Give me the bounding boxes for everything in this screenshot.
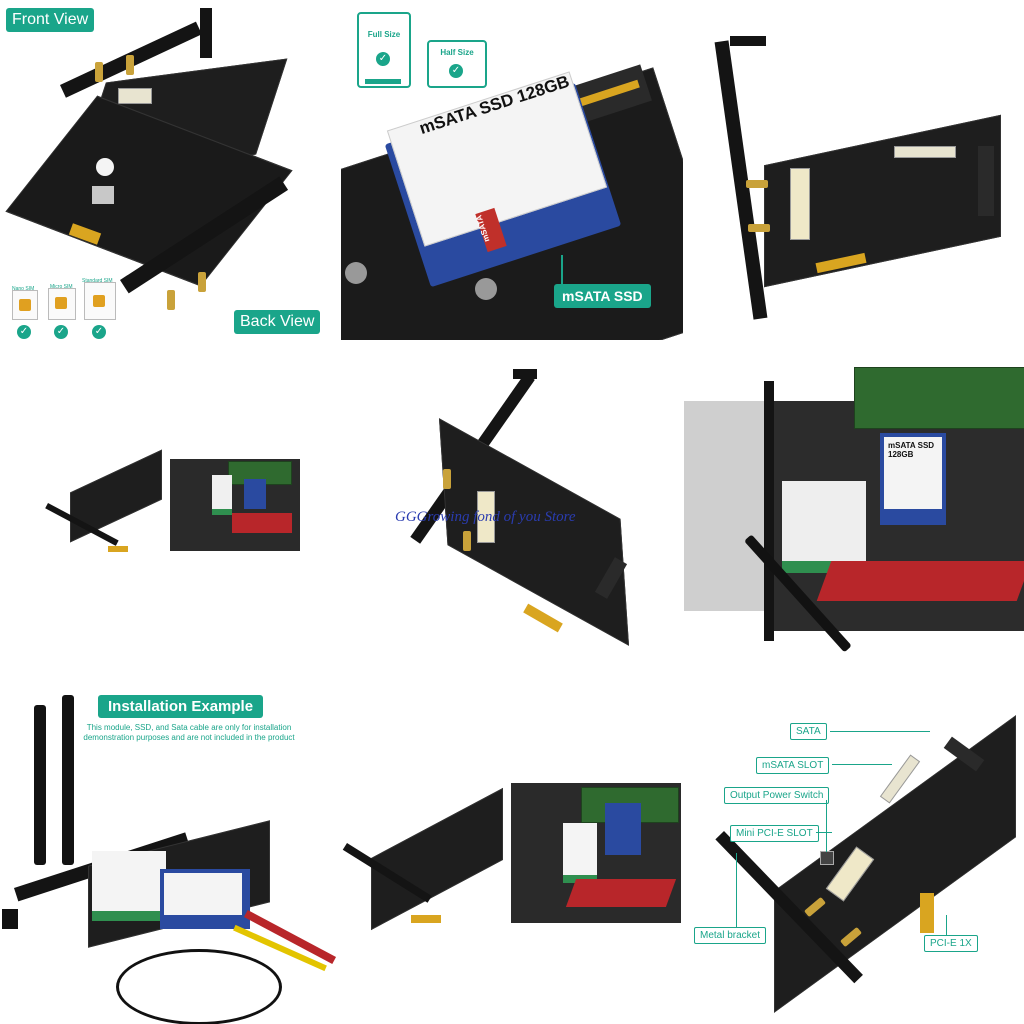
msata-ssd-label: mSATA SSD bbox=[554, 284, 651, 308]
tile-msata-closeup: Full Size ✓ Half Size ✓ mSATA SSD 128GB … bbox=[341, 0, 683, 340]
tile-card-and-pc-2 bbox=[341, 683, 683, 1024]
front-view-label: Front View bbox=[6, 8, 95, 32]
front-card-bracket-upright bbox=[200, 8, 212, 58]
callout-output-power-switch-line bbox=[826, 800, 827, 852]
pc-pcie-slots bbox=[232, 513, 292, 533]
callout-pcie-1x-line bbox=[946, 915, 947, 935]
antenna-connector bbox=[443, 469, 451, 489]
antenna-connector bbox=[463, 531, 471, 551]
installed-ssd-title: mSATA SSD 128GB bbox=[888, 441, 935, 459]
pc-pcie-slots bbox=[565, 879, 677, 907]
callout-mini-pcie-slot: Mini PCI-E SLOT bbox=[730, 825, 819, 842]
pc-wifi-card bbox=[212, 475, 232, 515]
sim-chip-icon bbox=[93, 295, 105, 307]
full-size-pins bbox=[365, 79, 401, 84]
half-size-badge: Half Size ✓ bbox=[427, 40, 487, 88]
pcie-x16-slots bbox=[816, 561, 1024, 601]
pcie-fingers bbox=[523, 603, 563, 633]
micro-sim-label: Micro SIM bbox=[50, 284, 73, 290]
sim-chip-icon bbox=[19, 299, 31, 311]
back-card-antenna-connector bbox=[167, 290, 175, 310]
callout-msata-slot: mSATA SLOT bbox=[756, 757, 830, 774]
installed-msata-sticker bbox=[884, 437, 942, 509]
nano-sim bbox=[12, 290, 38, 320]
mini-pcie-slot bbox=[790, 168, 810, 240]
front-card-antenna-connector bbox=[126, 55, 134, 75]
installed-wifi-card bbox=[782, 481, 866, 573]
installed-wifi-card bbox=[92, 851, 166, 921]
sata-connector bbox=[978, 146, 994, 216]
callout-output-power-switch: Output Power Switch bbox=[724, 787, 830, 804]
pc-wifi-card bbox=[563, 823, 597, 883]
half-size-label: Half Size bbox=[440, 48, 474, 57]
antenna-left-icon bbox=[34, 705, 46, 865]
installation-heading: Installation Example bbox=[98, 695, 264, 718]
half-size-check-icon: ✓ bbox=[449, 60, 463, 78]
tile-front-back-view: Front View Nano SIM ✓ Micro SIM ✓ Standa… bbox=[0, 0, 340, 340]
mini-pcie-slot bbox=[477, 491, 495, 543]
micro-sim-check-icon: ✓ bbox=[54, 321, 68, 339]
metal-bracket-top bbox=[513, 369, 537, 379]
tile-card-and-pc bbox=[0, 341, 340, 683]
back-card-antenna-connector bbox=[198, 272, 206, 292]
pc-ssd bbox=[244, 479, 266, 509]
callout-mini-pcie-slot-line bbox=[816, 832, 832, 833]
power-cable bbox=[116, 949, 282, 1024]
sim-chip-icon bbox=[55, 297, 67, 309]
nano-sim-check-icon: ✓ bbox=[17, 321, 31, 339]
small-pcie-fingers bbox=[108, 546, 128, 552]
adapter-bracket bbox=[764, 381, 774, 641]
power-switch bbox=[820, 851, 834, 865]
tile-installed-pc: mSATA SSD 128GB bbox=[684, 341, 1024, 683]
installed-msata-sticker bbox=[164, 873, 242, 915]
nano-sim-label: Nano SIM bbox=[12, 286, 35, 292]
back-card-sim-holder bbox=[92, 186, 114, 204]
ram-sticks bbox=[854, 367, 1024, 429]
callout-sata: SATA bbox=[790, 723, 827, 740]
callout-msata-slot-line bbox=[832, 764, 892, 765]
full-size-label: Full Size bbox=[367, 30, 401, 39]
standard-sim bbox=[84, 282, 116, 320]
adapter-card-pcb bbox=[371, 787, 503, 931]
screw-icon bbox=[345, 262, 367, 284]
screw-icon bbox=[475, 278, 497, 300]
header-connector bbox=[2, 909, 18, 929]
full-size-check-icon: ✓ bbox=[376, 48, 390, 66]
callout-metal-bracket-line bbox=[736, 853, 737, 927]
pcie-fingers bbox=[920, 893, 934, 933]
msata-slot bbox=[894, 146, 956, 158]
tile-annotated-card: SATA mSATA SLOT Output Power Switch Mini… bbox=[684, 683, 1024, 1024]
tile-installation-example: Installation Example This module, SSD, a… bbox=[0, 683, 340, 1024]
pc-ssd bbox=[605, 803, 641, 855]
standard-sim-check-icon: ✓ bbox=[92, 321, 106, 339]
pcie-fingers bbox=[411, 915, 441, 923]
antenna-right-icon bbox=[62, 695, 74, 865]
metal-bracket-top bbox=[730, 36, 766, 46]
ram-sticks bbox=[228, 461, 292, 485]
msata-ssd-leader-line bbox=[561, 255, 563, 285]
antenna-connector bbox=[746, 180, 768, 188]
back-card-sticker bbox=[96, 158, 114, 176]
back-view-label: Back View bbox=[234, 310, 321, 334]
callout-sata-line bbox=[830, 731, 930, 732]
callout-pcie-1x: PCI-E 1X bbox=[924, 935, 978, 952]
full-size-badge: Full Size ✓ bbox=[357, 12, 411, 88]
standard-sim-label: Standard SIM bbox=[82, 278, 113, 284]
tile-card-angled bbox=[684, 0, 1024, 340]
front-card-antenna-connector bbox=[95, 62, 103, 82]
micro-sim bbox=[48, 288, 76, 320]
front-card-mini-pcie-slot bbox=[118, 88, 152, 104]
store-watermark: GGGrowing fond of you Store bbox=[395, 509, 576, 525]
antenna-connector bbox=[748, 224, 770, 232]
installation-note: This module, SSD, and Sata cable are onl… bbox=[83, 723, 295, 742]
tile-card-watermark: GGGrowing fond of you Store bbox=[341, 341, 683, 683]
callout-metal-bracket: Metal bracket bbox=[694, 927, 767, 944]
